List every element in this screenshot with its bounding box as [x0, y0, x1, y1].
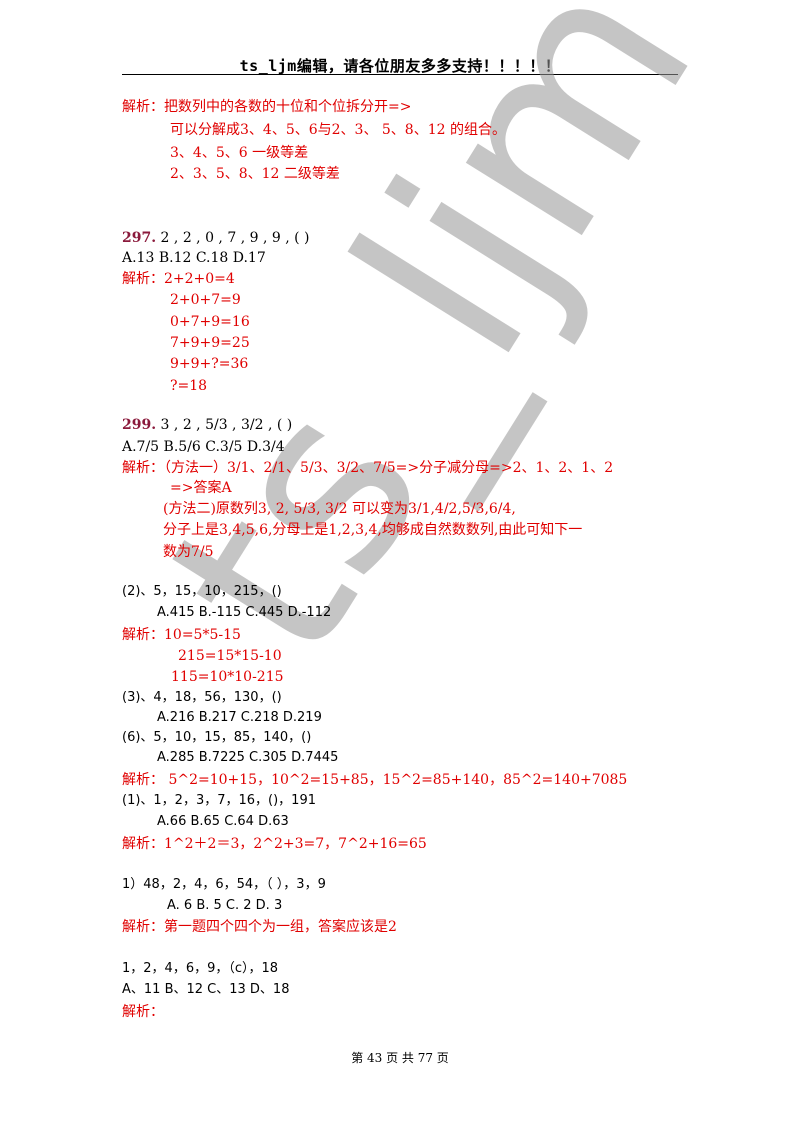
question-options: A. 6 B. 5 C. 2 D. 3	[167, 898, 283, 913]
explanation-line: 可以分解成3、4、5、6与2、3、 5、8、12 的组合。	[170, 122, 506, 138]
question-last: 1，2，4，6，9，（c），18	[122, 961, 279, 976]
explanation-line: 解析：1^2＋2＝3，2^2+3=7，7^2+16=65	[122, 836, 427, 852]
question-options: A.13 B.12 C.18 D.17	[122, 250, 266, 266]
question-297: 297. 2 , 2 , 0 , 7 , 9 , 9 , ( )	[122, 229, 309, 247]
question-sequence: 2 , 2 , 0 , 7 , 9 , 9 , ( )	[156, 230, 310, 246]
explanation-line: 7+9+9=25	[170, 335, 250, 351]
explanation-line: ?=18	[170, 378, 208, 394]
explanation-line: 2+0+7=9	[170, 292, 241, 308]
explanation-line: 解析：10=5*5-15	[122, 627, 241, 643]
explanation-line: 解析： 5^2=10+15，10^2=15+85，15^2=85+140，85^…	[122, 772, 628, 788]
explanation-line: 解析：	[122, 1004, 164, 1020]
question-options: A.7/5 B.5/6 C.3/5 D.3/4	[122, 439, 285, 455]
header-rule	[122, 74, 678, 75]
question-1: (1)、1，2，3，7，16，()，191	[122, 793, 316, 808]
explanation-line: =>答案A	[170, 480, 232, 496]
question-299: 299. 3 , 2 , 5/3 , 3/2 , ( )	[122, 416, 292, 434]
question-options: A.66 B.65 C.64 D.63	[157, 814, 289, 829]
explanation-line: 2、3、5、8、12 二级等差	[170, 166, 340, 182]
explanation-line: 115=10*10-215	[171, 669, 284, 685]
question-2: (2)、5，15，10，215，()	[122, 584, 282, 599]
question-options: A.415 B.-115 C.445 D.-112	[157, 605, 332, 620]
page-footer: 第 43 页 共 77 页	[351, 1051, 449, 1065]
explanation-line: 解析：把数列中的各数的十位和个位拆分开=>	[122, 99, 412, 115]
question-number: 299.	[122, 417, 157, 433]
page-header: ts_ljm编辑，请各位朋友多多支持！！！！！	[239, 57, 561, 75]
explanation-line: (方法二)原数列3, 2, 5/3, 3/2 可以变为3/1,4/2,5/3,6…	[163, 501, 516, 517]
explanation-line: 解析：（方法一）3/1、2/1、5/3、3/2、7/5=>分子减分母=>2、1、…	[122, 460, 614, 476]
explanation-line: 9+9+?=36	[170, 356, 249, 372]
question-sequence: 3 , 2 , 5/3 , 3/2 , ( )	[156, 417, 293, 433]
question-options: A.216 B.217 C.218 D.219	[157, 710, 322, 725]
explanation-line: 分子上是3,4,5,6,分母上是1,2,3,4,均够成自然数数列,由此可知下一	[163, 522, 583, 538]
explanation-line: 数为7/5	[163, 544, 214, 560]
question-options: A、11 B、12 C、13 D、18	[122, 982, 290, 997]
question-6: (6)、5，10，15，85，140，()	[122, 730, 312, 745]
explanation-line: 解析：2+2+0=4	[122, 271, 235, 287]
explanation-line: 解析：第一题四个四个为一组，答案应该是2	[122, 919, 397, 935]
question-3: (3)、4，18，56，130，()	[122, 690, 282, 705]
explanation-line: 215=15*15-10	[178, 648, 282, 664]
question-number: 297.	[122, 230, 157, 246]
question-1b: 1）48，2，4，6，54，（ ），3，9	[122, 877, 326, 892]
question-options: A.285 B.7225 C.305 D.7445	[157, 750, 339, 765]
explanation-line: 0+7+9=16	[170, 314, 250, 330]
explanation-line: 3、4、5、6 一级等差	[170, 145, 309, 161]
